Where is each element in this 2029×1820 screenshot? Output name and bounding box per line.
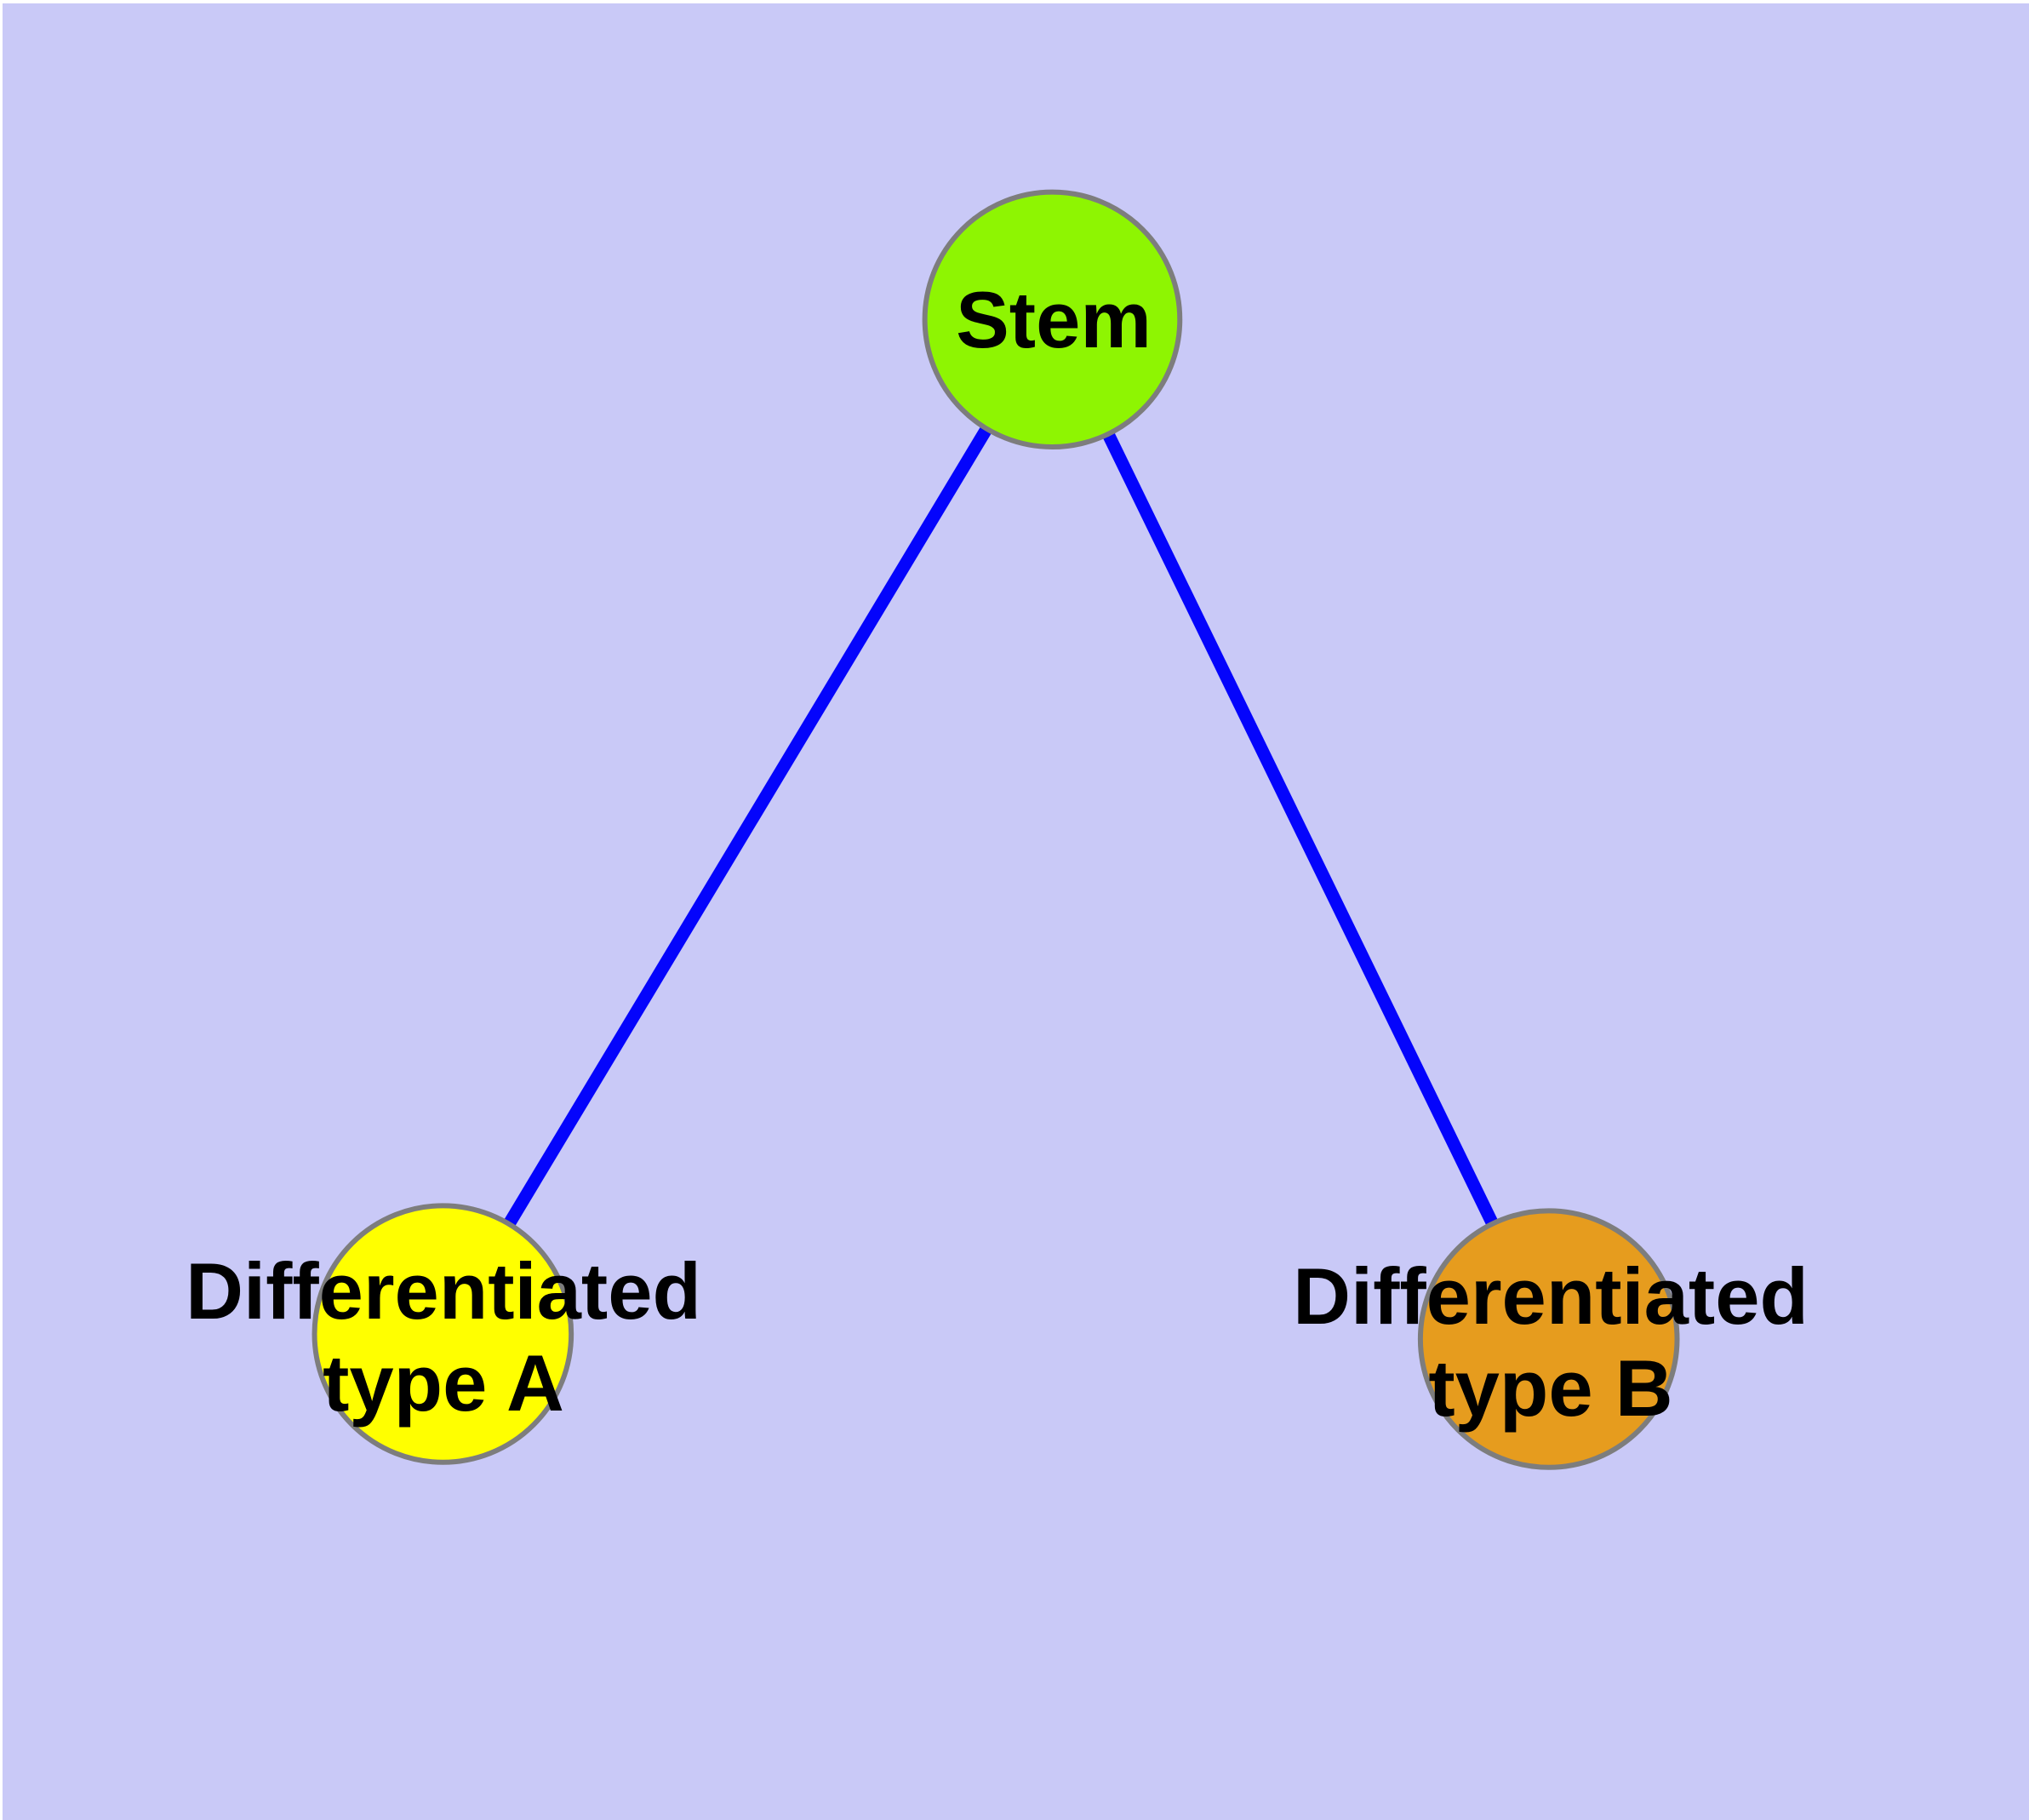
node-type-b-circle <box>1417 1208 1680 1470</box>
graph-svg <box>311 189 1680 1470</box>
edge-stem-to-type-b <box>1046 317 1555 1342</box>
edge-stem-to-type-a <box>437 316 1058 1337</box>
node-stem-circle <box>922 189 1183 450</box>
node-type-a-circle <box>311 1203 574 1465</box>
